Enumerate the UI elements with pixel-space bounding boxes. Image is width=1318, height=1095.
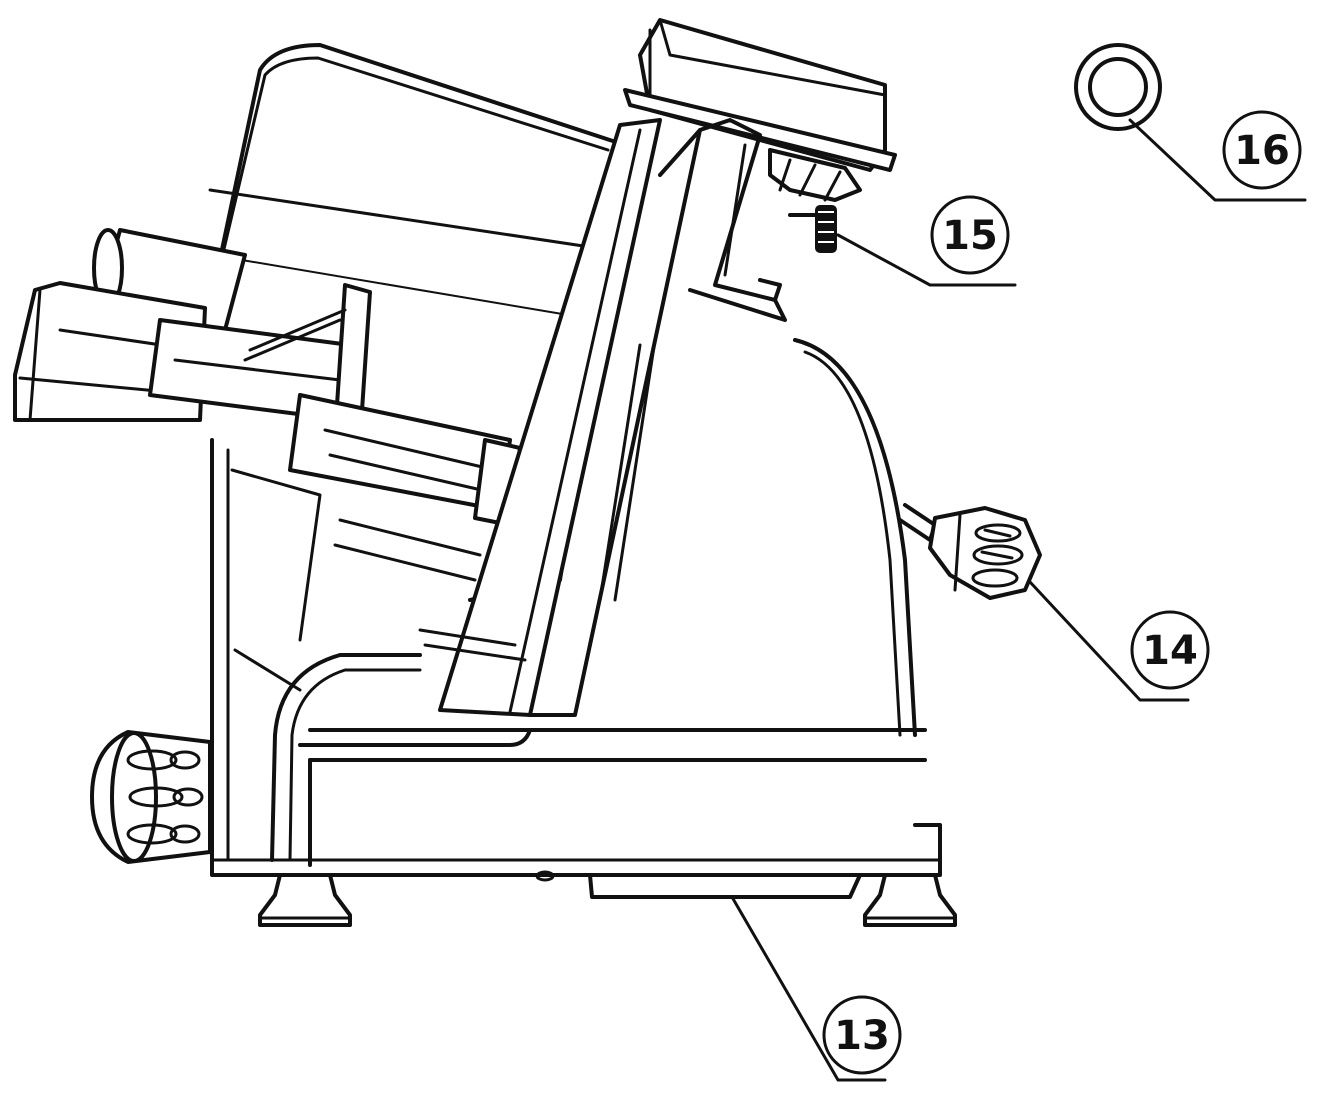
part-16-washer: [1074, 43, 1162, 131]
front-foot: [258, 873, 352, 927]
gauge-column: [418, 118, 702, 717]
rear-foot: [863, 873, 957, 927]
callout-14: 14: [1130, 610, 1210, 690]
callout-circle: [1222, 110, 1302, 190]
leader-13: [730, 895, 887, 1082]
callout-15: 15: [930, 195, 1010, 275]
leader-14: [1028, 580, 1190, 702]
feet: [258, 873, 957, 927]
gauge-knob: [90, 730, 212, 864]
callout-label: 14: [1142, 628, 1198, 674]
leader-16: [1128, 118, 1307, 202]
leader-15: [836, 233, 1017, 287]
callout-13: 13: [822, 995, 902, 1075]
callout-circle: [1130, 610, 1210, 690]
callout-label: 13: [834, 1013, 890, 1059]
part-14-handle-knob: [898, 503, 1042, 600]
part-13-bottom-plate: [535, 870, 862, 899]
main-body: [210, 338, 942, 877]
callout-16: 16: [1222, 110, 1302, 190]
blade-guard: [203, 43, 627, 602]
callout-circle: [930, 195, 1010, 275]
callout-circle: [822, 995, 902, 1075]
leader-lines: [730, 118, 1307, 1082]
part-15-screw: [788, 205, 837, 253]
callout-label: 15: [942, 213, 998, 259]
food-carriage: [13, 228, 522, 527]
callout-label: 16: [1234, 128, 1290, 174]
head-assembly: [623, 18, 897, 322]
